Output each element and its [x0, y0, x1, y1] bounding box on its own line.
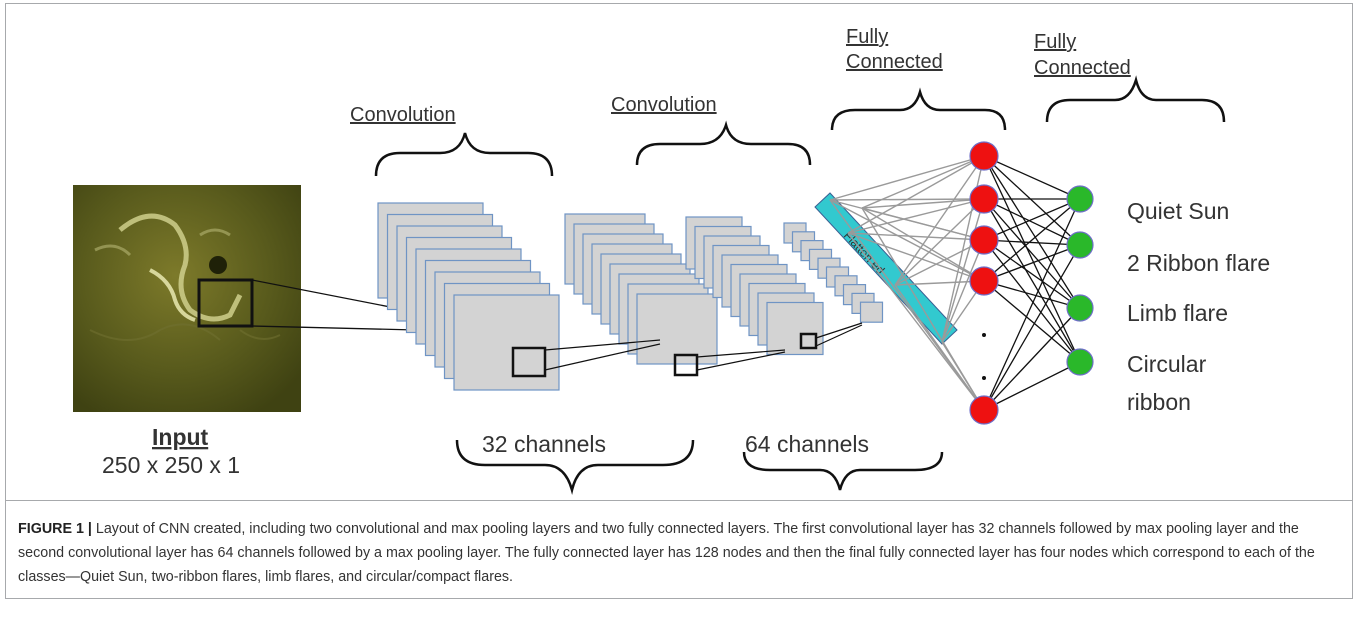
fc-edge: [983, 244, 1081, 282]
cnn-diagram: Input 250 x 250 x 1 Flatten ed Convoluti…: [73, 26, 1270, 495]
output-node: [1066, 185, 1094, 213]
ellipsis-dot: [982, 333, 986, 337]
flatten-edge: [941, 239, 985, 343]
fc-edge: [983, 198, 1081, 309]
fc-edge: [983, 307, 1081, 411]
conv1-stack: [377, 202, 560, 391]
fc-edge: [983, 198, 1081, 411]
input-image: [73, 185, 301, 412]
hidden-node: [969, 395, 999, 425]
flatten-edge: [861, 155, 985, 209]
conv1-brace: [374, 132, 554, 177]
fc-edge: [983, 244, 1081, 411]
kernel-window: [673, 353, 699, 377]
flatten-edge: [861, 198, 985, 209]
flatten-edge: [829, 155, 985, 201]
caption-label: FIGURE 1 |: [18, 521, 92, 537]
fc-edge: [983, 155, 1081, 246]
fc-edge: [983, 198, 1081, 363]
flatten-edge: [894, 284, 985, 411]
flatten-edge: [941, 198, 985, 343]
flatten-edge: [894, 198, 985, 286]
channels64-brace: [742, 451, 944, 491]
feature-map: [636, 293, 718, 365]
input-dims: 250 x 250 x 1: [102, 452, 240, 478]
fc2-brace: [1045, 75, 1226, 123]
fc1-header-line2: Connected: [846, 51, 943, 73]
flatten-edge: [847, 232, 985, 411]
fc-edge: [983, 155, 1081, 309]
fc-edge: [983, 280, 1081, 363]
fc-edge: [983, 198, 1081, 241]
feature-map: [766, 301, 824, 356]
caption-divider: [6, 500, 1352, 501]
flatten-edge: [847, 155, 985, 234]
fc-edge: [983, 239, 1081, 246]
fc-edge: [983, 239, 1081, 309]
output-node: [1066, 294, 1094, 322]
feature-map-stacks: [377, 202, 884, 391]
flatten-edge: [847, 232, 985, 282]
fc2-header-line1: Fully: [1034, 31, 1076, 53]
fc-edge: [983, 198, 1081, 246]
output-label-quiet-sun: Quiet Sun: [1127, 198, 1229, 224]
pool1-stack: [564, 213, 718, 377]
caption-text: Layout of CNN created, including two con…: [18, 521, 1315, 585]
fc-edge: [983, 280, 1081, 309]
output-node: [1066, 231, 1094, 259]
fc-edge: [983, 198, 1081, 282]
figure-caption: FIGURE 1 | Layout of CNN created, includ…: [18, 517, 1343, 589]
fc-edge: [983, 361, 1081, 411]
feature-map: [453, 294, 560, 391]
conv2-stack: [685, 216, 824, 356]
conv1-header: Convolution: [350, 104, 456, 126]
feature-map: [859, 301, 884, 323]
hidden-node: [969, 266, 999, 296]
fc2-header-line2: Connected: [1034, 57, 1131, 79]
channels32-brace: [455, 439, 695, 495]
hidden-node: [969, 141, 999, 171]
flatten-edge: [894, 280, 985, 286]
hidden-node: [969, 225, 999, 255]
kernel-window: [511, 346, 547, 378]
fc1-header-line1: Fully: [846, 26, 888, 48]
flatten-edge: [894, 155, 985, 286]
flatten-edge: [847, 198, 985, 234]
input-title: Input: [152, 424, 209, 450]
output-label-ribbon: ribbon: [1127, 389, 1191, 415]
kernel-window: [799, 332, 818, 350]
fc-edge: [983, 239, 1081, 363]
hidden-node: [969, 184, 999, 214]
output-node: [1066, 348, 1094, 376]
flatten-edge: [847, 232, 985, 241]
output-label-two-ribbon: 2 Ribbon flare: [1127, 250, 1270, 276]
channels-32-label: 32 channels: [482, 431, 606, 457]
channels-64-label: 64 channels: [745, 431, 869, 457]
input-receptive-field: [197, 278, 254, 328]
conv2-header: Convolution: [611, 94, 717, 116]
ellipsis-dot: [982, 376, 986, 380]
fc-edge: [983, 155, 1081, 363]
output-label-circular: Circular: [1127, 351, 1207, 377]
fc-connections: [829, 155, 1081, 411]
pool2-stack: [783, 222, 884, 323]
fc-edge: [983, 155, 1081, 200]
fc-nodes: [969, 141, 1094, 425]
conv2-brace: [635, 120, 812, 166]
output-label-limb: Limb flare: [1127, 300, 1228, 326]
fc1-brace: [830, 87, 1007, 131]
